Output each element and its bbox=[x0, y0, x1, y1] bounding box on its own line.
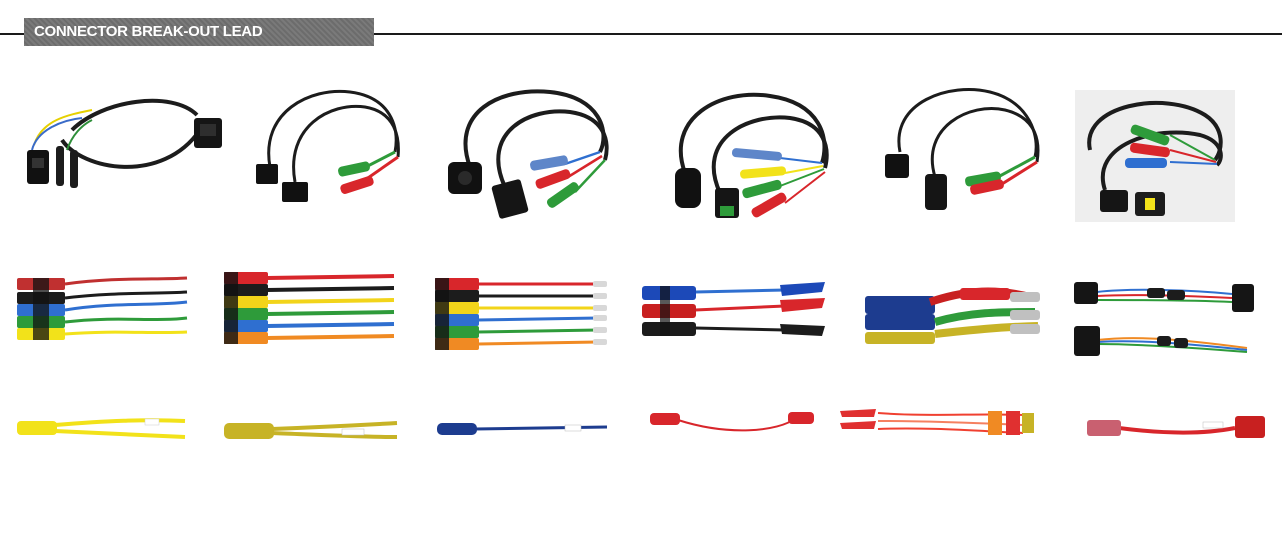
product-image-7[interactable] bbox=[15, 272, 193, 347]
product-image-13[interactable] bbox=[15, 415, 190, 443]
product-image-8[interactable] bbox=[222, 270, 400, 350]
product-image-10[interactable] bbox=[640, 282, 830, 344]
product-image-14[interactable] bbox=[222, 415, 400, 445]
header-rule bbox=[0, 33, 1282, 35]
product-image-9[interactable] bbox=[433, 278, 611, 353]
page-title: CONNECTOR BREAK-OUT LEAD bbox=[24, 18, 374, 46]
product-image-12[interactable] bbox=[1072, 278, 1262, 363]
product-image-1[interactable] bbox=[22, 90, 227, 195]
product-image-4[interactable] bbox=[660, 88, 835, 223]
product-image-16[interactable] bbox=[648, 408, 818, 438]
product-image-3[interactable] bbox=[440, 82, 620, 222]
product-image-15[interactable] bbox=[435, 420, 613, 438]
product-image-6[interactable] bbox=[1075, 90, 1235, 222]
product-image-5[interactable] bbox=[880, 82, 1050, 212]
product-image-11[interactable] bbox=[860, 282, 1050, 348]
product-image-17[interactable] bbox=[838, 405, 1038, 440]
product-image-2[interactable] bbox=[250, 82, 410, 212]
product-image-18[interactable] bbox=[1085, 412, 1270, 442]
